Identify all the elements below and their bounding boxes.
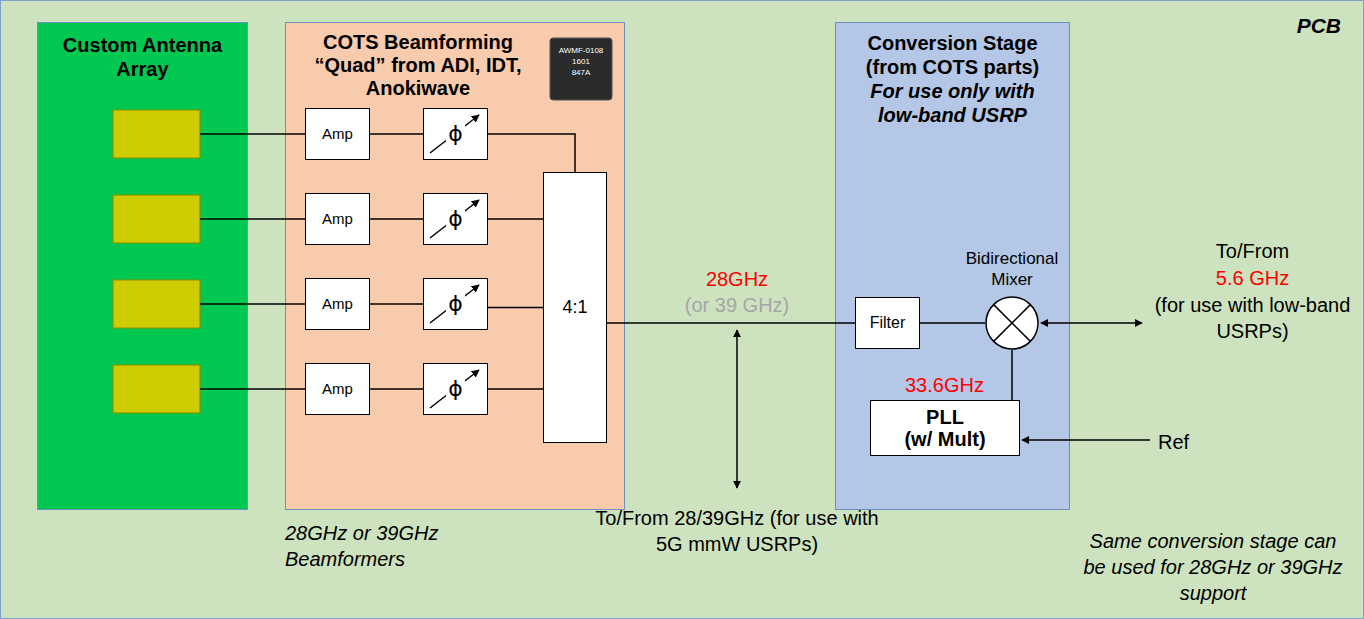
chip-marking: AWMF-0108 (551, 46, 611, 56)
frequency-label-box: 5.6 GHz (1150, 265, 1355, 291)
chip-marking: 847A (551, 68, 611, 78)
amplifier-box-text: Amp (322, 125, 353, 143)
frequency-label: 33.6GHz (905, 372, 1005, 398)
filter-box: Filter (855, 297, 920, 349)
signal-line (607, 322, 855, 324)
phase-shifter-box-text: ϕ (446, 207, 465, 230)
frequency-label: (or 39 GHz) (672, 292, 802, 318)
combiner-box-text: 4:1 (562, 297, 587, 319)
signal-label: Ref (1158, 429, 1218, 455)
pll-box-text: PLL (926, 406, 964, 428)
amplifier-box: Amp (305, 278, 370, 330)
phase-shifter-box: ϕ (423, 363, 488, 415)
signal-line (1011, 350, 1013, 400)
conversion-stage-panel: Conversion Stage (from COTS parts)For us… (835, 22, 1070, 510)
pll-box-text: (w/ Mult) (904, 428, 985, 450)
amplifier-box: Amp (305, 363, 370, 415)
mixer-circle-outline (986, 297, 1038, 349)
double-arrow (1041, 322, 1142, 324)
filter-box-text: Filter (870, 313, 906, 332)
antenna-patch (113, 195, 200, 243)
antenna-array-panel: Custom Antenna Array (37, 22, 248, 510)
port-label: (for use with low-band USRPs) (1150, 292, 1355, 344)
pcb-board-text: PCB (1297, 13, 1341, 38)
antenna-patches (113, 110, 200, 413)
note-label: 28GHz or 39GHz Beamformers (285, 520, 515, 572)
chip-marking-box: 1601 (551, 57, 611, 67)
antenna-patch (113, 365, 200, 413)
mixer-cross (994, 305, 1031, 342)
signal-line (488, 218, 543, 220)
signal-line (488, 134, 575, 172)
frequency-label: 5.6 GHz (1150, 265, 1355, 291)
note-label-box: 28GHz or 39GHz Beamformers (285, 520, 515, 572)
feed-line (200, 218, 305, 220)
tunable-arrow-line (430, 370, 479, 408)
tunable-arrow-line (430, 115, 479, 153)
conversion-stage-panel-text: Conversion Stage (from COTS parts) (853, 31, 1053, 79)
phase-shifter-box: ϕ (423, 278, 488, 330)
note-label: Same conversion stage can be used for 28… (1082, 528, 1344, 606)
chip-marking-box: 847A (551, 68, 611, 78)
amplifier-box-text: Amp (322, 295, 353, 313)
double-arrow (736, 330, 738, 488)
amplifier-box-text: Amp (322, 380, 353, 398)
pll-box: PLL(w/ Mult) (870, 400, 1020, 456)
mixer-symbol (985, 296, 1039, 350)
conversion-stage-panel-text: For use only with low-band USRP (853, 79, 1053, 127)
signal-label-box: Ref (1158, 429, 1218, 455)
chip-marking-box: AWMF-0108 (551, 46, 611, 56)
phase-shifter-box-text: ϕ (446, 292, 465, 315)
phase-shifter-box-text: ϕ (446, 122, 465, 145)
signal-line (370, 388, 423, 390)
signal-line (488, 388, 543, 390)
signal-line (370, 133, 423, 135)
amplifier-box-text: Amp (322, 210, 353, 228)
frequency-label-box: 33.6GHz (905, 372, 1005, 398)
feed-line (200, 303, 305, 305)
patch-feed-lines (200, 134, 305, 389)
tunable-arrow-line (430, 285, 479, 323)
signal-line (370, 303, 423, 305)
amplifier-box: Amp (305, 193, 370, 245)
beamformer-panel: COTS Beamforming “Quad” from ADI, IDT, A… (285, 22, 625, 510)
combiner-box: 4:1 (543, 172, 607, 443)
port-label-box: To/From 28/39GHz (for use with 5G mmW US… (587, 505, 887, 557)
note-label-box: Same conversion stage can be used for 28… (1082, 528, 1344, 606)
tunable-arrow-line (430, 200, 479, 238)
antenna-array-panel-text: Custom Antenna Array (48, 33, 237, 81)
antenna-patch (113, 110, 200, 158)
port-label-box: (for use with low-band USRPs) (1150, 292, 1355, 344)
signal-line (488, 307, 543, 309)
feed-line (200, 133, 305, 135)
frequency-label: 28GHz (672, 266, 802, 292)
phase-shifter-box: ϕ (423, 193, 488, 245)
chip-photo (550, 38, 612, 100)
port-label: To/From (1150, 238, 1355, 264)
port-label-box: To/From (1150, 238, 1355, 264)
phase-shifter-box-text: ϕ (446, 377, 465, 400)
port-label: To/From 28/39GHz (for use with 5G mmW US… (587, 505, 887, 557)
chip-marking: 1601 (551, 57, 611, 67)
amplifier-box: Amp (305, 108, 370, 160)
mixer-cross (994, 305, 1031, 342)
phase-shifter-box: ϕ (423, 108, 488, 160)
signal-line (370, 218, 423, 220)
beamformer-panel-text: COTS Beamforming “Quad” from ADI, IDT, A… (298, 31, 538, 100)
mixer-circle-text: Bidirectional Mixer (947, 249, 1077, 290)
ref-arrow (1022, 439, 1150, 441)
mixer-circle: Bidirectional Mixer (985, 296, 1039, 350)
signal-line (920, 322, 985, 324)
frequency-label-box: (or 39 GHz) (672, 292, 802, 318)
frequency-label-box: 28GHz (672, 266, 802, 292)
feed-line (200, 388, 305, 390)
antenna-patch (113, 280, 200, 328)
